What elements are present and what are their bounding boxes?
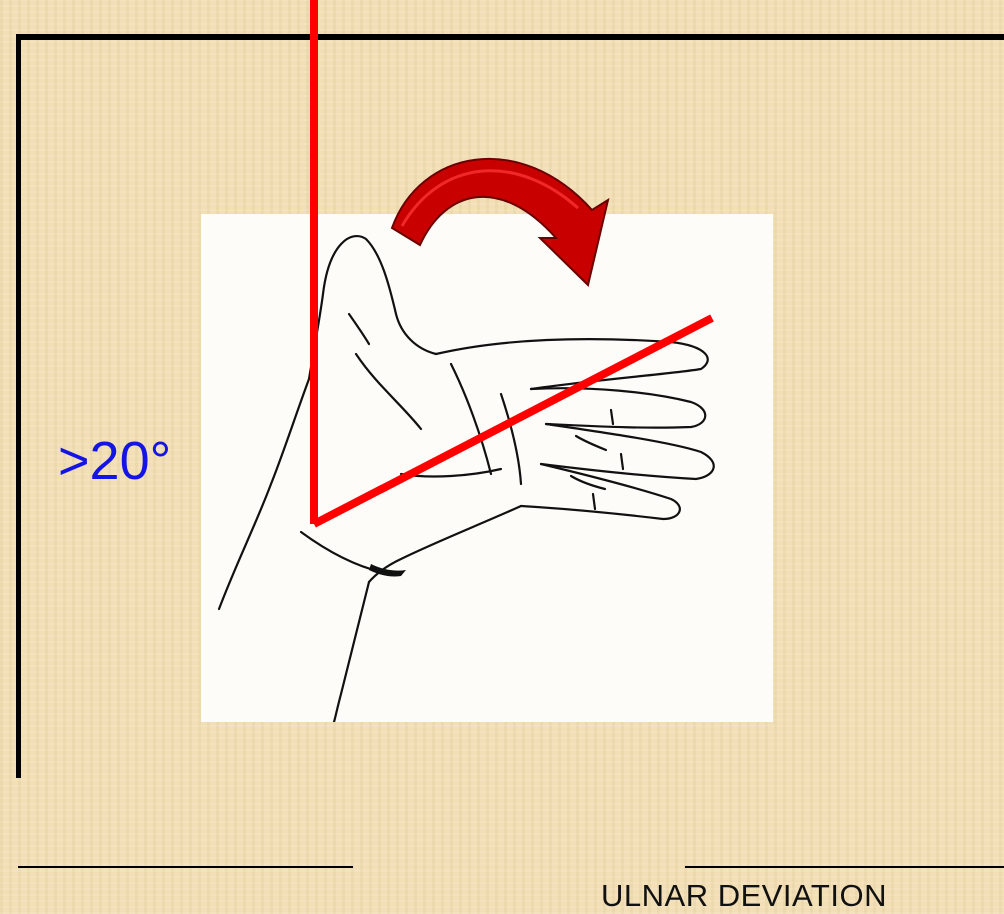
angle-label: >20°: [58, 431, 172, 491]
hand-illustration: [217, 234, 715, 722]
curved-arrow-icon: [390, 157, 610, 287]
hand-illustration-panel: ULNAR DEVIATION: [201, 214, 886, 913]
frame-left-border: [16, 34, 21, 778]
frame-top-border: [16, 34, 1004, 40]
annotation-overlay: [310, 0, 714, 528]
illustration-caption: ULNAR DEVIATION: [601, 878, 887, 913]
bottom-rule-left: [18, 866, 353, 868]
bottom-rule-right: [685, 866, 1004, 868]
slide: ULNAR DEVIATION >20°: [16, 0, 1004, 913]
deviation-reference-line: [312, 314, 714, 528]
